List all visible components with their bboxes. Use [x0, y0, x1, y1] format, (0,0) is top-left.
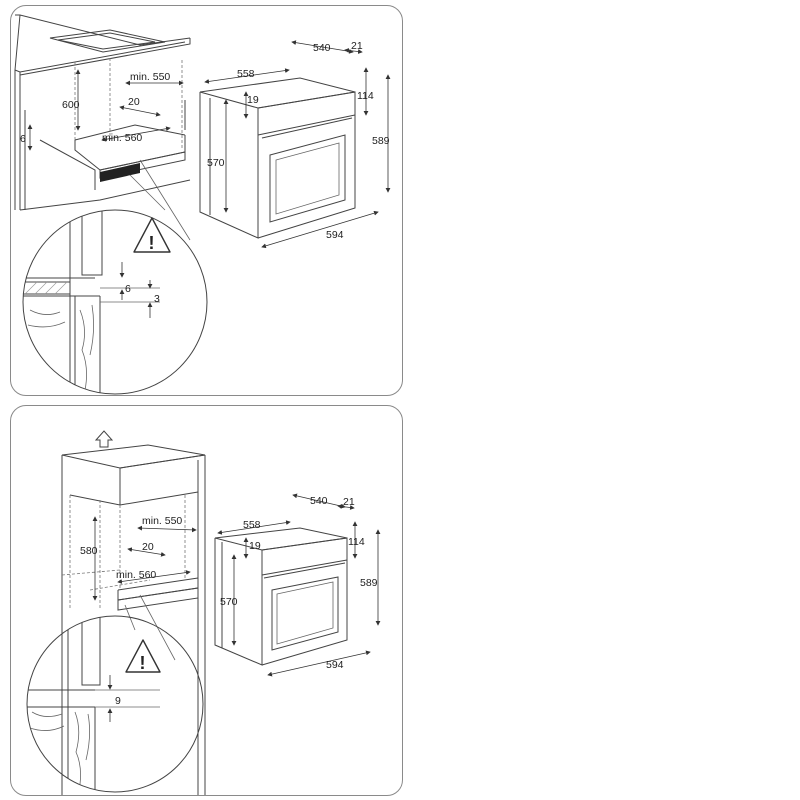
bottom-oven-21: 21 — [343, 496, 355, 508]
top-dim-20: 20 — [128, 96, 140, 108]
bottom-dim-min550: min. 550 — [142, 515, 182, 527]
bottom-oven-594: 594 — [326, 659, 344, 671]
bottom-dim-min560: min. 560 — [116, 569, 156, 581]
top-dim-min550: min. 550 — [130, 71, 170, 83]
top-detail-magnifier: 6 3 — [22, 159, 208, 395]
top-oven-21: 21 — [351, 40, 363, 52]
top-detail-6: 6 — [125, 283, 131, 295]
top-scene: 600 min. 550 20 min. 560 6 540 21 558 — [14, 14, 391, 395]
top-oven-558: 558 — [237, 68, 255, 80]
top-dim-600: 600 — [62, 99, 80, 111]
up-arrow-icon — [94, 430, 114, 448]
warning-icon: ! — [125, 639, 161, 673]
countertop — [14, 14, 191, 210]
bottom-oven-558: 558 — [243, 519, 261, 531]
top-dim-6-side: 6 — [20, 133, 26, 145]
bottom-dim-580: 580 — [80, 545, 98, 557]
warning-icon: ! — [133, 217, 171, 253]
bottom-dim-20: 20 — [142, 541, 154, 553]
bottom-detail-9: 9 — [115, 695, 121, 707]
top-oven-114: 114 — [357, 90, 374, 102]
bottom-detail-magnifier: 9 — [26, 594, 204, 793]
top-oven-589: 589 — [372, 135, 390, 147]
top-oven-570: 570 — [207, 157, 225, 169]
svg-text:!: ! — [140, 653, 146, 673]
top-oven-594: 594 — [326, 229, 344, 241]
bottom-oven-114: 114 — [348, 536, 365, 548]
top-oven-19: 19 — [247, 94, 259, 106]
top-detail-3: 3 — [154, 293, 160, 305]
top-oven-540: 540 — [313, 42, 331, 54]
cabinet-outline — [19, 58, 191, 211]
svg-text:!: ! — [149, 233, 155, 253]
bottom-oven-570: 570 — [220, 596, 238, 608]
bottom-oven-589: 589 — [360, 577, 378, 589]
tall-cabinet — [61, 444, 206, 795]
bottom-scene: 580 min. 550 20 min. 560 540 21 558 19 1… — [26, 430, 381, 795]
bottom-oven-19: 19 — [249, 540, 261, 552]
top-dim-min560: min. 560 — [102, 132, 142, 144]
bottom-oven-540: 540 — [310, 495, 328, 507]
